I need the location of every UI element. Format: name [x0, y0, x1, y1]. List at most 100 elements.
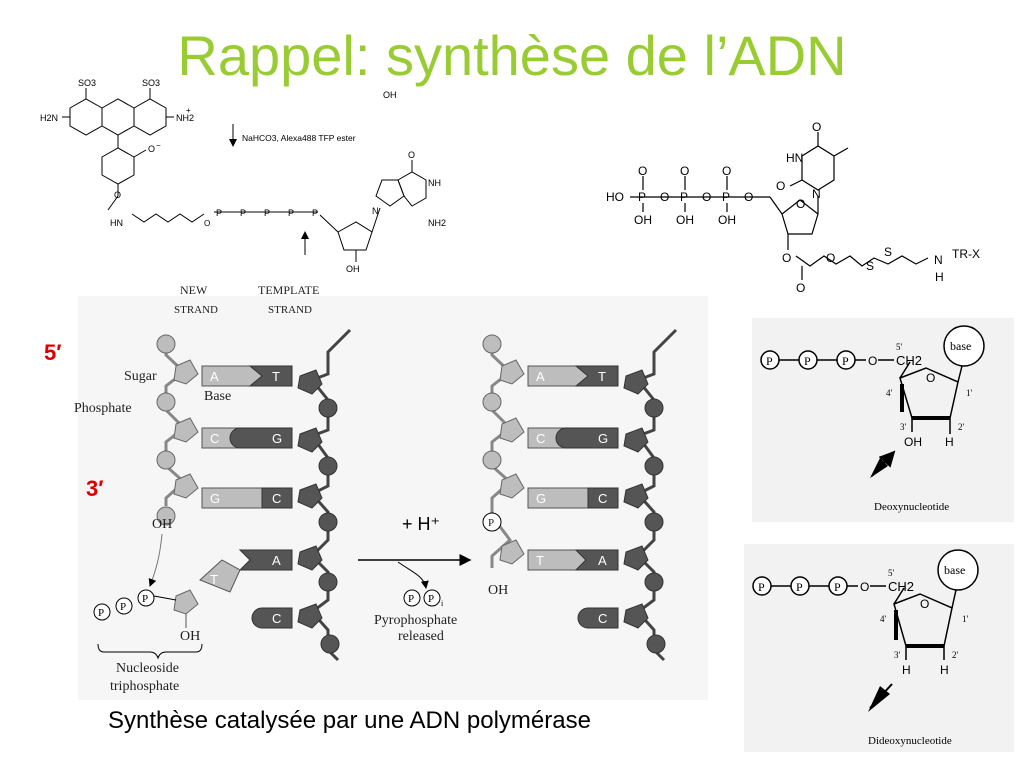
- template-phosphate-circle: [644, 512, 664, 532]
- p4-label: P: [288, 208, 294, 218]
- template-base-letter: C: [598, 491, 607, 506]
- pi-letter: P: [408, 593, 414, 605]
- template-base-letter: T: [598, 369, 606, 384]
- new-base-letter: G: [536, 491, 546, 506]
- base-pair-row: C G: [527, 427, 619, 449]
- ttp-o1-label: O: [660, 190, 669, 204]
- template-phosphate-circle: [320, 634, 340, 654]
- p-circle: [482, 512, 502, 532]
- xanthene-ring-left: [69, 98, 103, 136]
- deoxynucleotide-structure: [760, 325, 985, 477]
- reaction-conditions: NaHCO3, Alexa488 TFP ester: [242, 133, 356, 143]
- oh-left-label: OH: [152, 517, 172, 532]
- pyrophosphate-line2: released: [398, 629, 444, 644]
- deoxy-5prime: 5': [896, 342, 903, 352]
- p2-label: P: [240, 208, 246, 218]
- ttp-p2-label: P: [680, 190, 688, 204]
- incoming-base-letter: T: [210, 572, 218, 587]
- template-base-block: [229, 427, 293, 449]
- c1-base-bond: [957, 365, 963, 383]
- template-base-letter: A: [272, 553, 281, 568]
- three-prime-label: 3′: [86, 476, 104, 501]
- pi-letter: P: [428, 593, 434, 605]
- ttp-o3-label: O: [744, 190, 753, 204]
- deoxy-name: Deoxynucleotide: [874, 501, 949, 513]
- sugar-pentagon: [499, 473, 525, 499]
- incoming-nucleotide: T P P P: [93, 533, 241, 660]
- dideoxy-ring-o: O: [920, 597, 929, 611]
- template-base-block: [574, 365, 619, 387]
- c4-c5-bond: [893, 587, 905, 605]
- hn-label: HN: [110, 218, 123, 228]
- new-base-letter: C: [536, 431, 545, 446]
- template-base-block: [577, 607, 619, 629]
- guanine-nh-label: NH: [428, 178, 441, 188]
- right-p-letter: P: [488, 517, 494, 529]
- template-strand-line1: TEMPLATE: [258, 283, 319, 297]
- thymine-c2-o: [789, 179, 803, 187]
- deoxy-p2: P: [804, 354, 811, 368]
- aminohexyl-linker: [131, 213, 205, 223]
- dideoxy-p2: P: [796, 580, 803, 594]
- c4-c5-bond: [899, 361, 911, 379]
- dideoxy-p1: P: [758, 580, 765, 594]
- thymine-o-left: O: [776, 179, 785, 193]
- new-base-letter: A: [536, 369, 545, 384]
- template-sugar-pentagon: [297, 603, 323, 629]
- deoxy-base: base: [950, 339, 971, 353]
- ttp-o-top2: O: [680, 164, 689, 178]
- sugar-ring-left: [337, 221, 373, 251]
- base-pair-row: A: [238, 549, 293, 571]
- carboxylate-bond: [133, 149, 147, 158]
- triphosphate-link: [153, 595, 177, 601]
- template-base-letter: T: [272, 369, 280, 384]
- thymidine-labels: HO P O P O P O O O O OH OH OH O O HN O N…: [606, 120, 980, 295]
- amide-n-bond: [107, 195, 119, 211]
- deoxy-ch2: CH2: [896, 353, 922, 368]
- dideoxy-arrow-head: [868, 686, 890, 712]
- deoxy-4prime: 4': [886, 388, 893, 398]
- right-template-parts: [623, 369, 666, 654]
- ttp-3-o-label: O: [782, 251, 791, 265]
- new-base-letter: C: [210, 431, 219, 446]
- sugar-pentagon: [173, 473, 199, 499]
- dideoxynucleotide-labels: P P P O CH2 5' 4' 3' 2' 1' O base H H Di…: [758, 563, 969, 747]
- template-base-block: [261, 487, 293, 509]
- strand-header-labels: NEW STRAND TEMPLATE STRAND: [174, 283, 319, 316]
- p1-label: P: [216, 208, 222, 218]
- nucleoside-label-line2: triphosphate: [110, 679, 179, 694]
- template-sugar-pentagon: [297, 545, 323, 571]
- deoxy-p1: P: [766, 354, 773, 368]
- incoming-base-block: [199, 559, 241, 593]
- template-phosphate-circle: [646, 634, 666, 654]
- sugar-pentagon: [499, 539, 525, 565]
- dideoxy-h-left: H: [902, 663, 911, 677]
- so3-left-label: SO3: [78, 78, 96, 88]
- new-strand-line1: NEW: [180, 283, 208, 297]
- dideoxy-sugar-ring: [893, 593, 953, 647]
- p-letter: P: [98, 607, 104, 619]
- template-sugar-pentagon: [297, 369, 323, 395]
- template-phosphate-circle: [644, 572, 664, 592]
- phosphate-circle: [482, 334, 502, 354]
- attack-arrow: [148, 533, 163, 587]
- template-sugar-pentagon: [623, 427, 649, 453]
- deoxy-sugar-ring: [899, 367, 959, 419]
- template-phosphate-circle: [318, 456, 338, 476]
- xanthene-ring-center: [101, 98, 135, 136]
- deoxy-ring-o: O: [926, 371, 935, 385]
- phosphate-label: Phosphate: [74, 401, 132, 416]
- template-phosphate-circle: [318, 398, 338, 418]
- template-base-block: [238, 549, 293, 571]
- dideoxy-5prime: 5': [888, 568, 895, 578]
- ttp-oh3: OH: [718, 213, 736, 227]
- nucleoside-bracket: [97, 643, 203, 660]
- new-base-letter: G: [210, 491, 220, 506]
- p-circle: [93, 603, 111, 621]
- p5-label: P: [312, 208, 318, 218]
- p3-label: P: [264, 208, 270, 218]
- base-pair-row: G C: [527, 487, 619, 509]
- reaction-center: P P i Pyrophosphate released: [358, 554, 472, 644]
- xanthene-ring-right: [133, 98, 167, 136]
- phosphate-circle: [156, 506, 176, 526]
